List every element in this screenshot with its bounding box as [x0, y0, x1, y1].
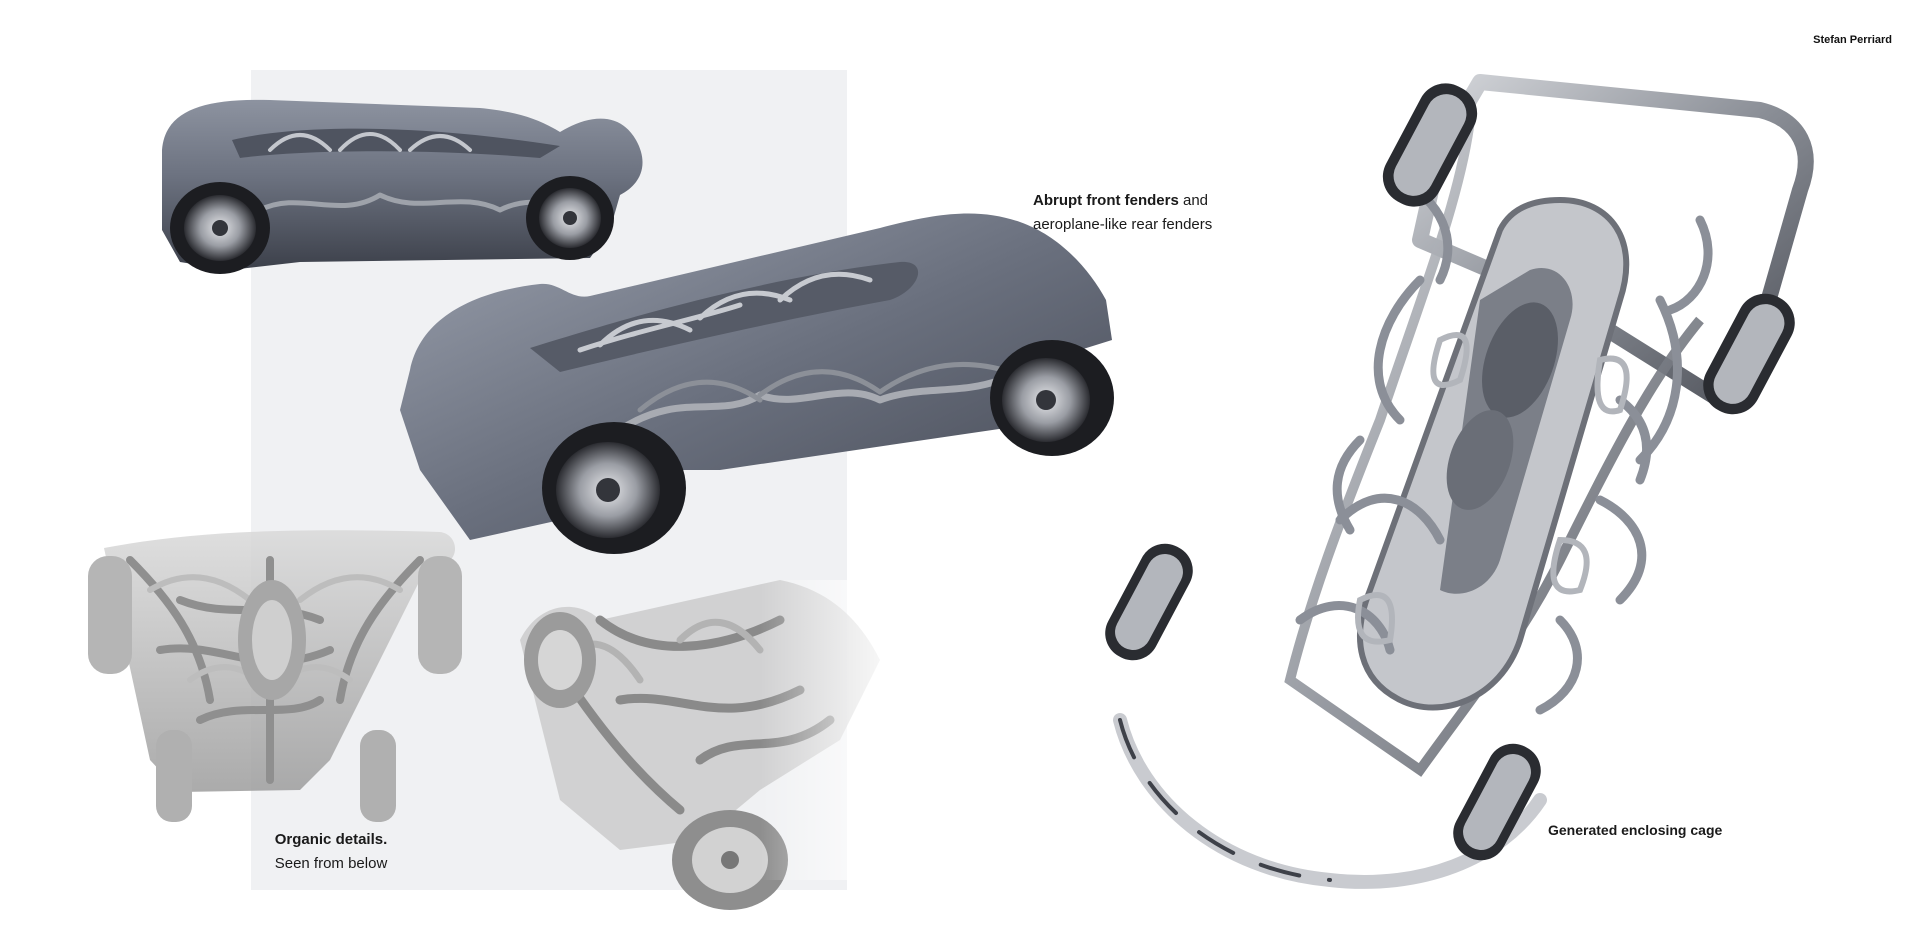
car-perspective-view-large	[400, 213, 1114, 554]
author-name: Stefan Perriard	[1813, 34, 1892, 46]
caption-organic-details: Organic details. Seen from below	[200, 828, 462, 876]
caption-organic-title: Organic details.	[274, 831, 388, 848]
caption-fenders-line2: aeroplane-like rear fenders	[1033, 216, 1213, 233]
car-underside-view	[88, 530, 462, 822]
chassis-detail-closeup	[520, 580, 910, 910]
caption-organic-subtitle: Seen from below	[274, 855, 388, 872]
caption-fenders-bold: Abrupt front fenders	[1033, 192, 1179, 209]
enclosing-cage-view	[1105, 74, 1814, 889]
caption-fenders: Abrupt front fenders and aeroplane-like …	[1033, 189, 1212, 237]
car-side-view-small	[162, 99, 643, 274]
caption-fenders-and: and	[1178, 192, 1209, 209]
caption-enclosing-cage: Generated enclosing cage	[1548, 822, 1723, 838]
